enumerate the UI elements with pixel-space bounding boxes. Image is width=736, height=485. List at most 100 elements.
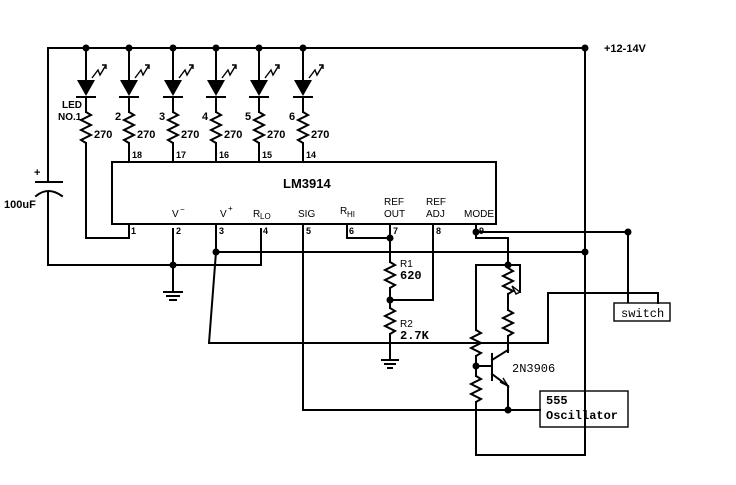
pin-label-ref-out-2: OUT bbox=[384, 209, 405, 220]
led-ic-pin-number: 17 bbox=[176, 150, 186, 160]
led-ic-pin-number: 18 bbox=[132, 150, 142, 160]
led-resistor bbox=[295, 111, 311, 144]
pin-number-1: 1 bbox=[131, 226, 136, 236]
switch-box[interactable] bbox=[613, 302, 671, 322]
capacitor-value: 100uF bbox=[4, 199, 36, 211]
light-arrow-head-icon bbox=[319, 64, 324, 69]
pin-label-ref-adj-2: ADJ bbox=[426, 209, 445, 220]
pin-number-6: 6 bbox=[349, 226, 354, 236]
led-label: 6 bbox=[289, 111, 295, 123]
light-arrow-head-icon bbox=[102, 64, 107, 69]
oscillator-line2: Oscillator bbox=[546, 409, 618, 423]
pin-number-8: 8 bbox=[436, 226, 441, 236]
trimmer-potentiometer bbox=[500, 267, 516, 295]
led-label: 2 bbox=[115, 111, 121, 123]
light-arrow-icon bbox=[91, 64, 107, 79]
junction-dot bbox=[386, 234, 394, 242]
resistor-r1 bbox=[382, 261, 398, 289]
led-resistor bbox=[165, 111, 181, 144]
mode-to-trimmer-wire bbox=[474, 236, 509, 253]
led-ic-pin-number: 15 bbox=[262, 150, 272, 160]
led-label-line2: NO.1 bbox=[58, 112, 82, 123]
led-stage: 270 6 14 bbox=[289, 47, 329, 163]
led-diode bbox=[120, 80, 138, 96]
light-arrow-icon bbox=[264, 64, 280, 79]
light-arrow-head-icon bbox=[275, 64, 280, 69]
led-resistor-value: 270 bbox=[311, 129, 329, 141]
light-arrow-head-icon bbox=[232, 64, 237, 69]
r1-name: R1 bbox=[400, 259, 413, 270]
led-diode bbox=[250, 80, 268, 96]
ground-symbol bbox=[163, 291, 183, 301]
led-diode bbox=[164, 80, 182, 96]
led-resistor bbox=[78, 111, 94, 144]
r2-value: 2.7K bbox=[400, 329, 430, 343]
light-arrow-icon bbox=[134, 64, 150, 79]
pin-label-v-minus-sup: − bbox=[180, 205, 185, 214]
r2-ground-symbol bbox=[381, 359, 399, 369]
pin-label-mode: MODE bbox=[464, 209, 494, 220]
resistor-base bbox=[468, 329, 484, 357]
light-arrow-icon bbox=[308, 64, 324, 79]
resistor-r2 bbox=[382, 307, 398, 335]
led-resistor bbox=[121, 111, 137, 144]
pin-label-r-hi-sub: HI bbox=[347, 210, 355, 219]
light-arrow-icon bbox=[178, 64, 194, 79]
light-arrow-head-icon bbox=[189, 64, 194, 69]
pin-label-r-lo: R bbox=[253, 209, 260, 220]
pin-label-v-plus-sup: + bbox=[228, 204, 233, 213]
junction-dot bbox=[581, 44, 589, 52]
supply-label: +12-14V bbox=[604, 43, 647, 55]
led-label: 3 bbox=[159, 111, 165, 123]
led-diode bbox=[77, 80, 95, 96]
transistor-part: 2N3906 bbox=[512, 362, 555, 376]
oscillator-box bbox=[539, 390, 629, 428]
junction-dot bbox=[504, 406, 512, 414]
pin-number-4: 4 bbox=[263, 226, 268, 236]
led-resistor-value: 270 bbox=[181, 129, 199, 141]
r2-name: R2 bbox=[400, 319, 413, 330]
v-plus-drop-wire bbox=[207, 250, 218, 345]
pin-label-sig: SIG bbox=[298, 209, 315, 220]
pin-number-3: 3 bbox=[219, 226, 224, 236]
transistor-2n3906 bbox=[475, 348, 510, 411]
led-resistor bbox=[208, 111, 224, 144]
led-ic-pin-number: 16 bbox=[219, 150, 229, 160]
switch-label: switch bbox=[621, 307, 664, 321]
pin-label-r-hi: R bbox=[340, 206, 347, 217]
light-arrow-icon bbox=[221, 64, 237, 79]
led-resistor-value: 270 bbox=[267, 129, 285, 141]
led-stage: 270 2 18 bbox=[115, 47, 155, 163]
led-stage: 270 3 17 bbox=[159, 47, 199, 163]
pin-label-v-plus: V bbox=[220, 209, 227, 220]
pin-label-ref-adj-1: REF bbox=[426, 197, 446, 208]
pin-label-ref-out-1: REF bbox=[384, 197, 404, 208]
led-resistor-value: 270 bbox=[94, 129, 112, 141]
pin-number-2: 2 bbox=[176, 226, 181, 236]
r1-value: 620 bbox=[400, 269, 422, 283]
led-diode bbox=[294, 80, 312, 96]
pin-number-7: 7 bbox=[393, 226, 398, 236]
wiper-arrow bbox=[511, 285, 521, 295]
junction-dot bbox=[581, 248, 589, 256]
led-diode bbox=[207, 80, 225, 96]
pin-number-5: 5 bbox=[306, 226, 311, 236]
ic-name: LM3914 bbox=[283, 176, 331, 191]
light-arrow-head-icon bbox=[145, 64, 150, 69]
capacitor-polarity: + bbox=[34, 167, 40, 179]
oscillator-line1: 555 bbox=[546, 394, 568, 408]
led-label: 4 bbox=[202, 111, 209, 123]
led-resistor bbox=[251, 111, 267, 144]
resistor-emitter bbox=[468, 375, 484, 403]
resistor-bias bbox=[500, 309, 516, 337]
led-resistor-value: 270 bbox=[137, 129, 155, 141]
led-ic-pin-number: 14 bbox=[306, 150, 316, 160]
pin-label-v-minus: V bbox=[172, 209, 179, 220]
pin-label-r-lo-sub: LO bbox=[260, 212, 271, 221]
